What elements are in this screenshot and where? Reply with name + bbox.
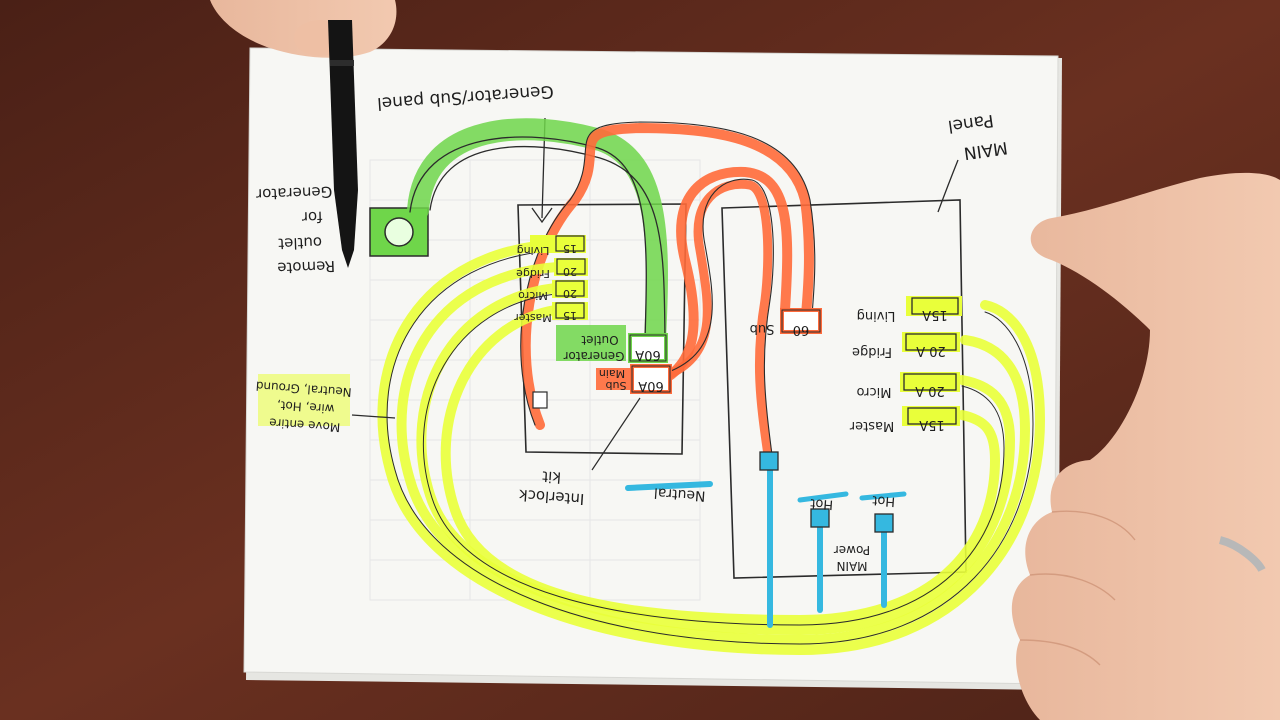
- sub-breaker-1-name: Living: [517, 244, 550, 257]
- sub-main-breaker-label: 60A: [638, 378, 664, 393]
- neutral-label: Neutral: [653, 484, 706, 504]
- sub-main-label-1: Sub: [606, 379, 627, 392]
- main-breaker-1-box: [911, 297, 959, 315]
- main-breaker-3-name: Micro: [856, 384, 891, 399]
- move-wire-line-2: wire, Hot,: [276, 398, 335, 416]
- generator-breaker-outline: [629, 334, 667, 362]
- main-breaker-4-highlight: [902, 406, 960, 426]
- hot-lug-1-icon: [810, 508, 830, 528]
- move-wire-line-3: Neutral, Ground: [255, 379, 352, 400]
- hot-label-2: Hot: [872, 492, 896, 509]
- main-breaker-2-highlight: [902, 332, 960, 352]
- remote-outlet-line-2: outlet: [278, 233, 323, 253]
- main-breaker-1-highlight: [906, 296, 962, 316]
- main-power-line-1: MAIN: [836, 559, 867, 573]
- remote-outlet-line-3: for: [301, 208, 323, 227]
- main-breaker-3-box: [903, 373, 957, 391]
- sub-feed-label: Sub: [750, 321, 775, 336]
- generator-outlet-highlight: [556, 325, 626, 361]
- main-breaker-3-highlight: [900, 372, 960, 392]
- move-wire-line-1: Move entire: [269, 416, 341, 435]
- main-breaker-3-amps: 20 A: [915, 383, 945, 398]
- generator-breaker-label: 60A: [635, 347, 661, 362]
- interlock-leader: [591, 397, 641, 471]
- main-breaker-2-name: Fridge: [852, 344, 892, 359]
- remote-outlet-line-4: Generator: [255, 183, 333, 204]
- move-wire-highlight: [258, 374, 350, 426]
- generator-outlet-line-1: Generator: [563, 349, 624, 363]
- interlock-line-2: kit: [542, 467, 562, 486]
- main-power-lines: [625, 467, 907, 628]
- sub-breaker-3-box: [555, 280, 585, 297]
- remote-outlet-receptacle-icon: [384, 217, 414, 247]
- subpanel-neutral-bar-icon: [532, 391, 548, 409]
- subpanel-breakers: [530, 235, 588, 320]
- subpanel-feed-wires: [520, 121, 816, 460]
- sub-main-breaker-outline: [631, 365, 671, 393]
- main-breaker-2-box: [905, 333, 957, 351]
- main-breakers: [900, 296, 962, 426]
- resting-hand: [1011, 172, 1280, 720]
- main-breaker-1-name: Living: [857, 308, 896, 323]
- sub-breaker-3-highlight: [552, 280, 588, 298]
- hot-lug-2-icon: [874, 513, 894, 533]
- generator-outlet-line-2: Outlet: [581, 333, 618, 347]
- main-breaker-1-amps: 15A: [922, 307, 948, 322]
- main-power-line-2: Power: [834, 543, 870, 557]
- sub-breaker-1-amps: 15: [563, 242, 577, 255]
- sub-breaker-4-box: [555, 302, 585, 319]
- sub-breaker-1-highlight: [530, 235, 586, 253]
- main-breaker-4-amps: 15A: [919, 417, 945, 432]
- sub-breaker-1-box: [555, 235, 585, 252]
- sub-feed-breaker-label: 60: [793, 322, 810, 337]
- move-wire-bracket: [351, 414, 396, 419]
- sub-main-highlight: [596, 368, 636, 390]
- interlock-line-1: Interlock: [518, 486, 585, 509]
- main-breaker-4-name: Master: [849, 418, 894, 433]
- neutral-bar-icon: [759, 451, 779, 471]
- sub-breaker-2-amps: 20: [563, 265, 577, 278]
- pen-icon: [328, 20, 358, 268]
- sub-main-label-2: Main: [599, 367, 625, 380]
- sub-breaker-3-amps: 20: [563, 287, 577, 300]
- sub-breaker-2-box: [556, 258, 586, 275]
- sub-breaker-2-name: Fridge: [516, 267, 550, 280]
- sub-breaker-4-name: Master: [514, 311, 552, 324]
- sub-breaker-3-name: Micro: [518, 289, 548, 302]
- main-panel-leader: [937, 159, 959, 213]
- sub-breaker-4-highlight: [552, 302, 588, 320]
- remote-outlet-line-1: Remote: [277, 257, 335, 277]
- pen-hand: [210, 0, 397, 268]
- sub-feed-breaker-outline: [781, 309, 821, 333]
- circuit-moved-wires: [377, 239, 1046, 656]
- sub-breaker-2-highlight: [554, 258, 588, 276]
- generator-feed-wire: [407, 118, 668, 351]
- main-breaker-2-amps: 20 A: [916, 343, 946, 358]
- hot-label-1: Hot: [810, 495, 834, 512]
- main-breaker-4-box: [907, 407, 957, 425]
- sub-breaker-4-amps: 15: [563, 309, 577, 322]
